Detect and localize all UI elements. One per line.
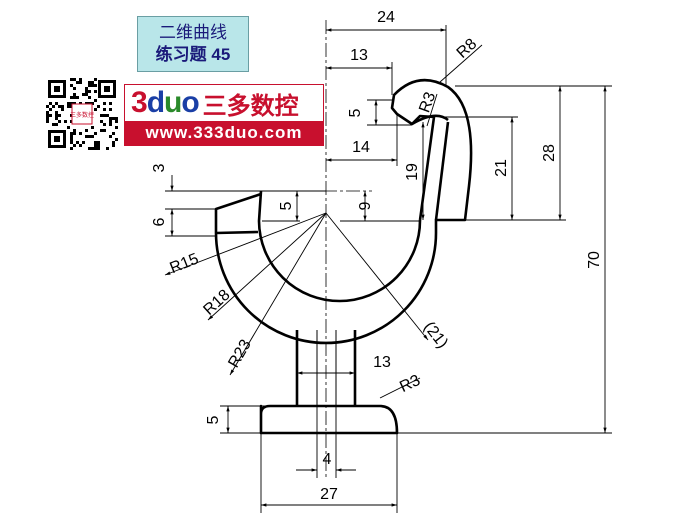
dim-21: 21 [493, 159, 510, 177]
dim-r3-base: R3 [397, 372, 423, 396]
dim-13-stem: 13 [373, 354, 391, 371]
brand-letter-o: o [181, 86, 199, 119]
dim-4: 4 [323, 451, 332, 468]
title-line-2: 练习题 45 [155, 45, 231, 64]
dimension-lines [165, 25, 612, 513]
dim-5-top: 5 [347, 108, 364, 117]
radius-leaders [164, 44, 483, 399]
dim-5-base: 5 [205, 415, 222, 424]
logo-banner: 三多数控 3 d u o 三多数控 www.333duo.com [46, 78, 326, 150]
brand-box: 3 d u o 三多数控 www.333duo.com [124, 84, 324, 146]
brand-top: 3 d u o 三多数控 [125, 85, 323, 121]
dim-13-top: 13 [350, 47, 368, 64]
dim-5-mid: 5 [278, 201, 295, 210]
thin-lines [316, 330, 337, 405]
brand-letter-u: u [164, 86, 182, 119]
dim-r3-top: R3 [416, 90, 439, 115]
dimension-texts: 24 13 5 R3 R8 14 19 21 28 70 3 6 5 6 R15… [151, 9, 603, 503]
dim-14: 14 [352, 139, 370, 156]
dim-70: 70 [586, 251, 603, 269]
brand-name-cn: 三多数控 [202, 92, 299, 120]
title-line-1: 二维曲线 [159, 23, 227, 42]
title-box: 二维曲线 练习题 45 [137, 16, 249, 72]
brand-letter-3: 3 [131, 86, 148, 119]
dim-r23: R23 [225, 337, 254, 371]
dim-r15: R15 [168, 250, 202, 277]
dim-28: 28 [541, 144, 558, 162]
dim-r18: R18 [200, 286, 233, 318]
qr-code-icon: 三多数控 [46, 78, 118, 150]
brand-url: www.333duo.com [125, 121, 323, 145]
dim-6-mid: 6 [355, 202, 372, 211]
dim-r8: R8 [454, 35, 481, 61]
dim-3: 3 [151, 163, 168, 172]
dim-27: 27 [320, 486, 338, 503]
dim-24: 24 [377, 9, 395, 26]
brand-letter-d: d [146, 86, 165, 119]
part-outline [214, 78, 473, 435]
qr-caption: 三多数控 [70, 111, 94, 119]
dim-6-left: 6 [151, 217, 168, 226]
dim-19: 19 [404, 163, 421, 181]
